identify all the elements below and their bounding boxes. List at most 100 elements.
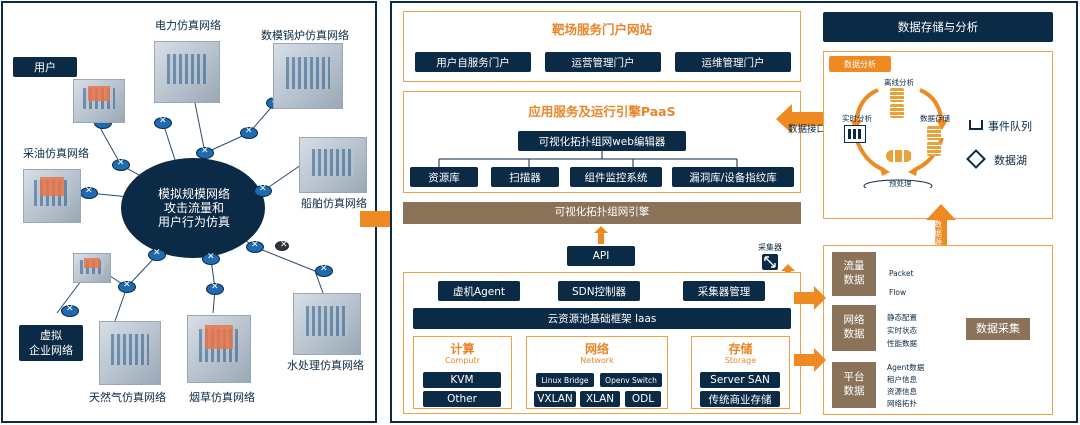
iaas-resource-pool-bar: 云资源池基础框架 Iaas (413, 308, 791, 329)
oil-network-label: 采油仿真网络 (23, 147, 89, 160)
ship-network-cube (299, 137, 367, 193)
portal-item-operations: 运营管理门户 (545, 52, 661, 72)
storage-analysis-header: 数据存储与分析 (823, 12, 1053, 42)
offline-analysis-icon-2 (890, 104, 904, 118)
ship-network-label: 船舶仿真网络 (301, 197, 367, 210)
data-collection-label: 数据采集 (966, 318, 1030, 340)
cloud-core (121, 158, 265, 258)
network-subtitle: Network (580, 356, 614, 365)
realtime-analysis-icon (844, 125, 866, 143)
data-interface-label: 数据接口 (788, 124, 827, 135)
network-data-box: 网络 数据 (832, 305, 876, 351)
preprocess-icon (886, 150, 912, 162)
cloud-line-2: 攻击流量和 (163, 201, 224, 215)
virtual-enterprise-line-2: 企业网络 (29, 344, 73, 357)
data-storage-icon-2 (927, 142, 941, 156)
portal-item-self-service: 用户自服务门户 (415, 52, 531, 72)
iaas-item-collector-management: 采集器管理 (683, 281, 765, 301)
traffic-flow: Flow (889, 288, 907, 297)
boiler-network-label: 数模锅炉仿真网络 (261, 29, 349, 42)
platform-network-topology: 网络拓扑 (887, 399, 917, 408)
platform-resource-info: 资源信息 (887, 387, 917, 396)
router-icon (112, 158, 130, 171)
compute-item-kvm: KVM (423, 372, 501, 388)
paas-item-vulnerability-library: 漏洞库/设备指纹库 (672, 167, 794, 187)
traffic-packet: Packet (889, 269, 914, 278)
paas-item-component-monitor: 组件监控系统 (570, 167, 662, 187)
cycle-storage-label: 数据存储 (920, 114, 950, 123)
power-network-cube (154, 41, 220, 103)
compute-subtitle: Computr (445, 356, 480, 365)
virtual-enterprise-cube (73, 253, 111, 283)
iaas-item-sdn-controller: SDN控制器 (558, 281, 640, 301)
paas-item-resource-library: 资源库 (410, 167, 478, 187)
gas-network-label: 天然气仿真网络 (89, 391, 166, 404)
event-queue-icon (969, 120, 983, 130)
topology-editor: 可视化拓扑组网web编辑器 (518, 131, 686, 151)
gas-network-cube (99, 321, 161, 385)
power-network-label: 电力仿真网络 (155, 19, 221, 32)
router-icon (196, 146, 214, 159)
water-network-cube (293, 293, 361, 355)
tobacco-network-cube (187, 315, 251, 383)
cloud-core-label: 模拟规模网络 攻击流量和 用户行为仿真 (151, 187, 237, 229)
event-queue-label: 事件队列 (988, 120, 1032, 133)
platform-tenant-info: 租户信息 (887, 375, 917, 384)
compute-title: 计算 (450, 342, 475, 356)
data-analysis-badge: 数据分析 (829, 56, 891, 72)
router-icon (206, 282, 224, 295)
traffic-data-box: 流量 数据 (832, 252, 876, 296)
collector-icon (762, 254, 778, 270)
paas-item-scanner: 扫描器 (491, 167, 559, 187)
virtual-enterprise-label: 虚拟 企业网络 (19, 325, 83, 361)
user-label: 用户 (13, 57, 77, 77)
portal-title: 靶场服务门户网站 (551, 22, 652, 37)
network-item-odl: ODL (625, 391, 661, 407)
data-source-label: 数据源 (934, 220, 946, 247)
api-box: API (567, 246, 635, 266)
cycle-realtime-label: 实时分析 (842, 114, 872, 123)
router-icon (202, 252, 220, 265)
network-data-line-1: 网络 (843, 314, 865, 327)
tobacco-network-label: 烟草仿真网络 (189, 391, 255, 404)
network-performance: 性能数据 (887, 339, 917, 348)
collection-arrows (794, 286, 826, 372)
data-source-text: 数据源 (934, 220, 942, 247)
virtual-enterprise-line-1: 虚拟 (40, 329, 62, 342)
cloud-line-1: 模拟规模网络 (157, 187, 230, 201)
paas-title: 应用服务及运行引擎PaaS (528, 104, 676, 119)
network-data-line-2: 数据 (843, 328, 865, 340)
network-item-xlan: XLAN (580, 391, 620, 407)
network-item-openv-switch: Openv Switch (600, 373, 662, 387)
compute-item-other: Other (423, 391, 501, 407)
cycle-preprocess-label: 预处理 (889, 179, 912, 188)
paas-connector-lines (438, 151, 738, 167)
platform-data-line-2: 数据 (843, 385, 865, 397)
iaas-item-vm-agent: 虚机Agent (438, 281, 520, 301)
router-icon (240, 126, 258, 139)
router-icon (80, 186, 98, 199)
user-network-cube (73, 79, 125, 123)
platform-data-box: 平台 数据 (832, 362, 876, 408)
router-icon (246, 240, 264, 253)
router-icon (275, 240, 289, 251)
portal-item-maintenance: 运维管理门户 (675, 52, 791, 72)
storage-subtitle: Storage (724, 356, 757, 365)
router-icon (148, 248, 166, 261)
cloud-line-3: 用户行为仿真 (157, 215, 230, 229)
network-item-vxlan: VXLAN (534, 391, 576, 407)
router-icon (154, 116, 172, 129)
storage-item-commercial: 传统商业存储 (700, 391, 780, 407)
data-source-arrow-icon (926, 204, 956, 256)
storage-item-server-san: Server SAN (700, 372, 780, 388)
data-lake-label: 数据湖 (994, 154, 1027, 167)
network-item-linux-bridge: Linux Bridge (536, 373, 594, 387)
offline-analysis-icon (890, 88, 904, 102)
cycle-offline-label: 离线分析 (884, 78, 914, 87)
router-icon (118, 280, 136, 293)
api-up-arrow-icon (594, 226, 608, 244)
platform-agent-data: Agent数据 (887, 363, 925, 372)
storage-title: 存储 (728, 342, 753, 356)
router-icon (254, 184, 272, 197)
oil-network-cube (23, 169, 81, 223)
